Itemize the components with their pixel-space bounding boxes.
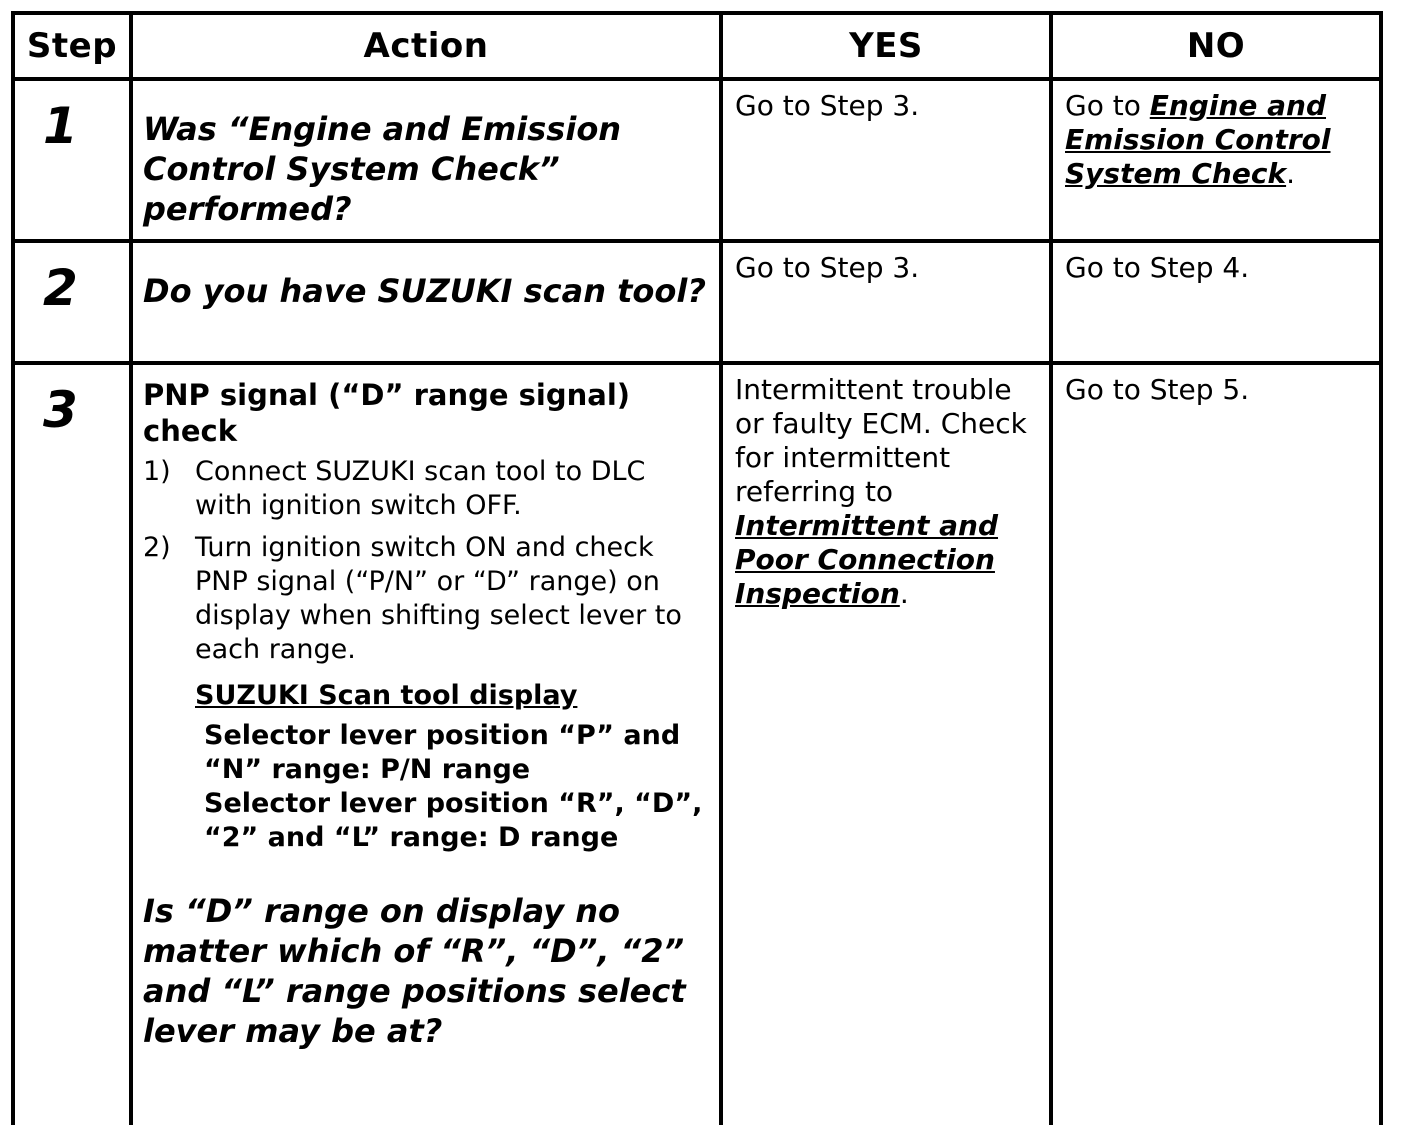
no-text: Go to Step 5. xyxy=(1065,373,1250,406)
header-yes: YES xyxy=(719,11,1053,81)
header-row: Step Action YES NO xyxy=(11,11,1383,81)
action-question: Is “D” range on display no matter which … xyxy=(143,892,686,1050)
table-row: 3 PNP signal (“D” range signal) check 1)… xyxy=(11,361,1383,1125)
header-action: Action xyxy=(129,11,723,81)
yes-text: Intermittent trouble or faulty ECM. Chec… xyxy=(723,365,1049,611)
step-cell: 3 xyxy=(11,361,133,1125)
engine-emission-check-link[interactable]: Engine and Emission Control System Check xyxy=(1065,89,1331,190)
list-item-text: Connect SUZUKI scan tool to DLC with ign… xyxy=(195,456,646,521)
action-title: PNP signal (“D” range signal) check xyxy=(143,378,631,448)
step-number: 2 xyxy=(43,259,78,317)
action-cell: Do you have SUZUKI scan tool? xyxy=(129,239,723,365)
step-number: 1 xyxy=(43,97,78,155)
yes-text: Go to Step 3. xyxy=(735,89,920,122)
table-row: 2 Do you have SUZUKI scan tool? Go to St… xyxy=(11,239,1383,365)
action-question: Do you have SUZUKI scan tool? xyxy=(143,272,706,310)
display-line: Selector lever position “R”, “D”, “2” an… xyxy=(204,788,703,853)
no-cell: Go to Step 5. xyxy=(1049,361,1383,1125)
action-question: Was “Engine and Emission Control System … xyxy=(143,110,622,228)
yes-body: Intermittent trouble or faulty ECM. Chec… xyxy=(735,373,1027,508)
yes-text: Go to Step 3. xyxy=(735,251,920,284)
scan-tool-display-heading: SUZUKI Scan tool display xyxy=(195,680,578,711)
action-cell: PNP signal (“D” range signal) check 1) C… xyxy=(129,361,723,1125)
step-number: 3 xyxy=(43,381,78,439)
list-item: 2) Turn ignition switch ON and check PNP… xyxy=(143,531,709,667)
no-text: Go to Step 4. xyxy=(1065,251,1250,284)
header-no: NO xyxy=(1049,11,1383,81)
action-cell: Was “Engine and Emission Control System … xyxy=(129,77,723,243)
diagnostic-table: Step Action YES NO 1 Was “Engine and Emi… xyxy=(11,11,1383,1125)
action-body: PNP signal (“D” range signal) check 1) C… xyxy=(133,365,719,1051)
yes-cell: Go to Step 3. xyxy=(719,239,1053,365)
header-step: Step xyxy=(11,11,133,81)
yes-cell: Intermittent trouble or faulty ECM. Chec… xyxy=(719,361,1053,1125)
yes-suffix: . xyxy=(899,577,909,610)
list-item-text: Turn ignition switch ON and check PNP si… xyxy=(195,532,682,665)
intermittent-inspection-link[interactable]: Intermittent and Poor Connection Inspect… xyxy=(735,509,999,610)
display-line: Selector lever position “P” and “N” rang… xyxy=(204,720,681,785)
no-cell: Go to Step 4. xyxy=(1049,239,1383,365)
step-cell: 1 xyxy=(11,77,133,243)
yes-cell: Go to Step 3. xyxy=(719,77,1053,243)
list-item-number: 1) xyxy=(143,456,171,487)
action-steps-list: 1) Connect SUZUKI scan tool to DLC with … xyxy=(143,455,709,667)
no-text: Go to Engine and Emission Control System… xyxy=(1053,81,1379,191)
no-suffix: . xyxy=(1286,157,1295,190)
no-cell: Go to Engine and Emission Control System… xyxy=(1049,77,1383,243)
table-row: 1 Was “Engine and Emission Control Syste… xyxy=(11,77,1383,243)
step-cell: 2 xyxy=(11,239,133,365)
list-item: 1) Connect SUZUKI scan tool to DLC with … xyxy=(143,455,709,523)
list-item-number: 2) xyxy=(143,532,171,563)
no-prefix: Go to xyxy=(1065,89,1150,122)
